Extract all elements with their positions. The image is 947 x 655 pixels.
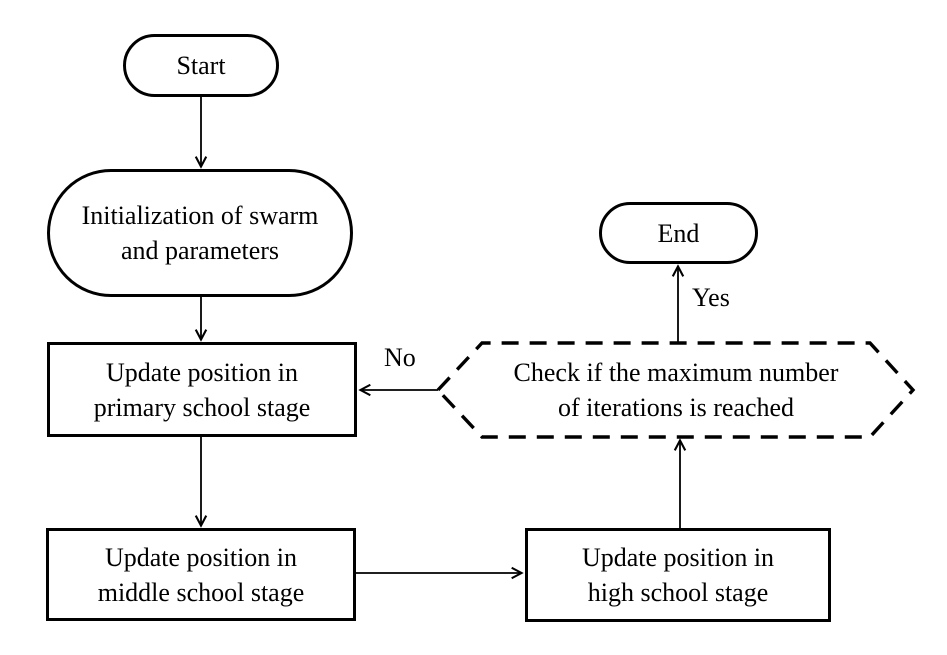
edge-label-no: No	[384, 343, 416, 372]
node-primary-school-stage: Update position in primary school stage	[47, 342, 357, 437]
node-high-school-stage: Update position in high school stage	[525, 528, 831, 622]
node-initialization: Initialization of swarm and parameters	[47, 169, 353, 297]
edge-label-yes: Yes	[692, 283, 730, 312]
decision-hexagon	[435, 341, 916, 439]
node-start: Start	[123, 34, 279, 97]
node-middle-school-stage: Update position in middle school stage	[46, 528, 356, 621]
node-end: End	[599, 202, 758, 264]
node-check-iterations-label: Check if the maximum number of iteration…	[513, 358, 839, 422]
